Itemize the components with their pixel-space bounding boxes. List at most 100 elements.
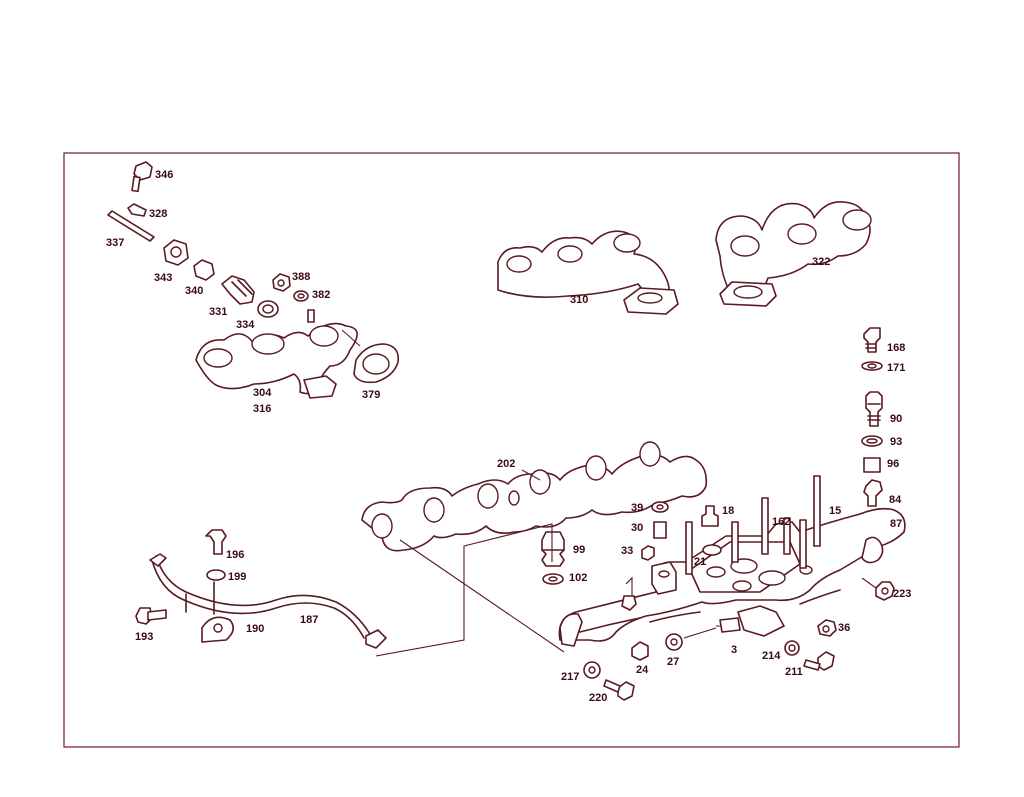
label-211: 211 xyxy=(785,666,803,678)
manifold-322 xyxy=(715,201,872,307)
stud-small xyxy=(307,309,315,323)
label-199: 199 xyxy=(228,571,246,583)
label-340: 340 xyxy=(185,285,203,297)
washer-171 xyxy=(861,361,883,371)
label-15: 15 xyxy=(829,505,841,517)
leader-pipe-to-manifold xyxy=(375,523,553,657)
label-223: 223 xyxy=(893,588,911,600)
nut-36 xyxy=(817,619,837,637)
label-162: 162 xyxy=(772,516,790,528)
label-99: 99 xyxy=(573,544,585,556)
label-310: 310 xyxy=(570,294,588,306)
label-84: 84 xyxy=(889,494,902,506)
label-196: 196 xyxy=(226,549,244,561)
label-220: 220 xyxy=(589,692,607,704)
nut-33 xyxy=(641,545,655,561)
stud-upper-left xyxy=(685,521,693,575)
bolt-211 xyxy=(803,651,835,671)
pipe-187 xyxy=(149,553,387,649)
sleeve-340 xyxy=(193,259,215,281)
label-30: 30 xyxy=(631,522,643,534)
nut-388 xyxy=(272,273,291,292)
label-90: 90 xyxy=(890,413,902,425)
leader-gasket-to-manifold xyxy=(399,539,565,653)
washer-382 xyxy=(293,290,309,302)
manifold-304-316 xyxy=(195,322,358,399)
label-27: 27 xyxy=(667,656,679,668)
label-190: 190 xyxy=(246,623,264,635)
label-328: 328 xyxy=(149,208,167,220)
label-187: 187 xyxy=(300,614,318,626)
washer-199 xyxy=(206,569,226,581)
label-337: 337 xyxy=(106,237,124,249)
label-102: 102 xyxy=(569,572,587,584)
label-171: 171 xyxy=(887,362,905,374)
washer-93 xyxy=(861,435,883,447)
label-304: 304 xyxy=(253,387,272,399)
washer-39 xyxy=(651,501,669,513)
label-379: 379 xyxy=(362,389,380,401)
plug-3 xyxy=(719,617,741,633)
fitting-99 xyxy=(541,531,565,567)
bolt-220 xyxy=(603,679,635,701)
label-331: 331 xyxy=(209,306,227,318)
stud-162 xyxy=(761,497,791,555)
leader-fitting xyxy=(625,576,633,596)
gasket-379 xyxy=(353,343,400,384)
bolt-193 xyxy=(135,607,167,625)
leader-379 xyxy=(341,329,361,347)
label-24: 24 xyxy=(636,664,649,676)
gasket-202 xyxy=(361,441,708,552)
sleeve-30 xyxy=(653,521,667,539)
bolt-90 xyxy=(865,391,883,427)
label-202: 202 xyxy=(497,458,515,470)
leader-223 xyxy=(861,577,877,589)
label-3: 3 xyxy=(731,644,737,656)
diagram-frame xyxy=(63,152,960,748)
nut-343 xyxy=(163,239,189,266)
leader-27 xyxy=(683,627,717,639)
washer-214 xyxy=(784,640,800,656)
leader-202 xyxy=(521,469,541,481)
bolt-196 xyxy=(205,529,227,555)
label-87: 87 xyxy=(890,518,902,530)
pin-337 xyxy=(107,210,155,242)
manifold-310 xyxy=(497,230,679,315)
nut-223 xyxy=(875,581,895,601)
sleeve-96 xyxy=(863,457,881,473)
stud-upper-left-2 xyxy=(731,521,739,563)
bolt-168 xyxy=(863,327,881,353)
label-316: 316 xyxy=(253,403,271,415)
bolt-84 xyxy=(863,479,883,507)
label-217: 217 xyxy=(561,671,579,683)
label-21: 21 xyxy=(694,556,706,568)
label-36: 36 xyxy=(838,622,850,634)
label-33: 33 xyxy=(621,545,633,557)
ring-334 xyxy=(257,300,279,318)
washer-27 xyxy=(665,633,683,651)
label-93: 93 xyxy=(890,436,902,448)
label-39: 39 xyxy=(631,502,643,514)
clip-328 xyxy=(127,203,147,217)
washer-21 xyxy=(702,544,722,556)
stud-15 xyxy=(799,475,821,569)
label-18: 18 xyxy=(722,505,734,517)
label-322: 322 xyxy=(812,256,830,268)
label-193: 193 xyxy=(135,631,153,643)
label-382: 382 xyxy=(312,289,330,301)
washer-102 xyxy=(542,573,564,585)
label-343: 343 xyxy=(154,272,172,284)
fitting-331 xyxy=(221,275,255,305)
label-96: 96 xyxy=(887,458,899,470)
washer-217 xyxy=(583,661,601,679)
label-388: 388 xyxy=(292,271,310,283)
plug-24 xyxy=(631,641,649,661)
bolt-346 xyxy=(131,161,153,193)
clamp-190 xyxy=(201,616,234,643)
stud-18 xyxy=(701,505,719,527)
label-346: 346 xyxy=(155,169,173,181)
label-214: 214 xyxy=(762,650,781,662)
label-334: 334 xyxy=(236,319,255,331)
label-168: 168 xyxy=(887,342,905,354)
